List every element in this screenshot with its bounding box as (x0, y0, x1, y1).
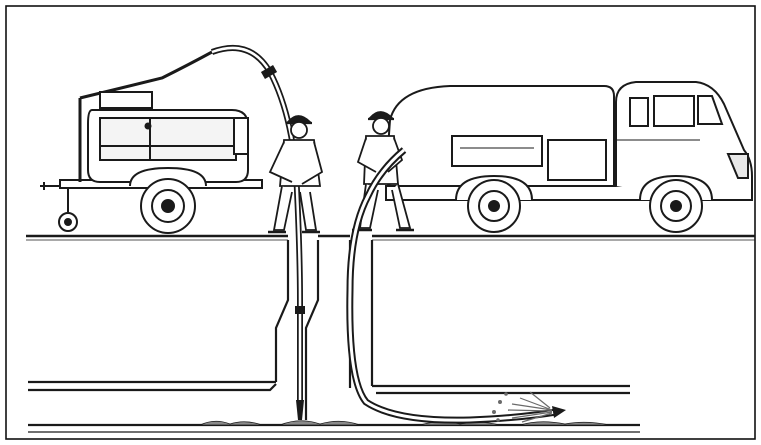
figure-frame (6, 6, 755, 439)
